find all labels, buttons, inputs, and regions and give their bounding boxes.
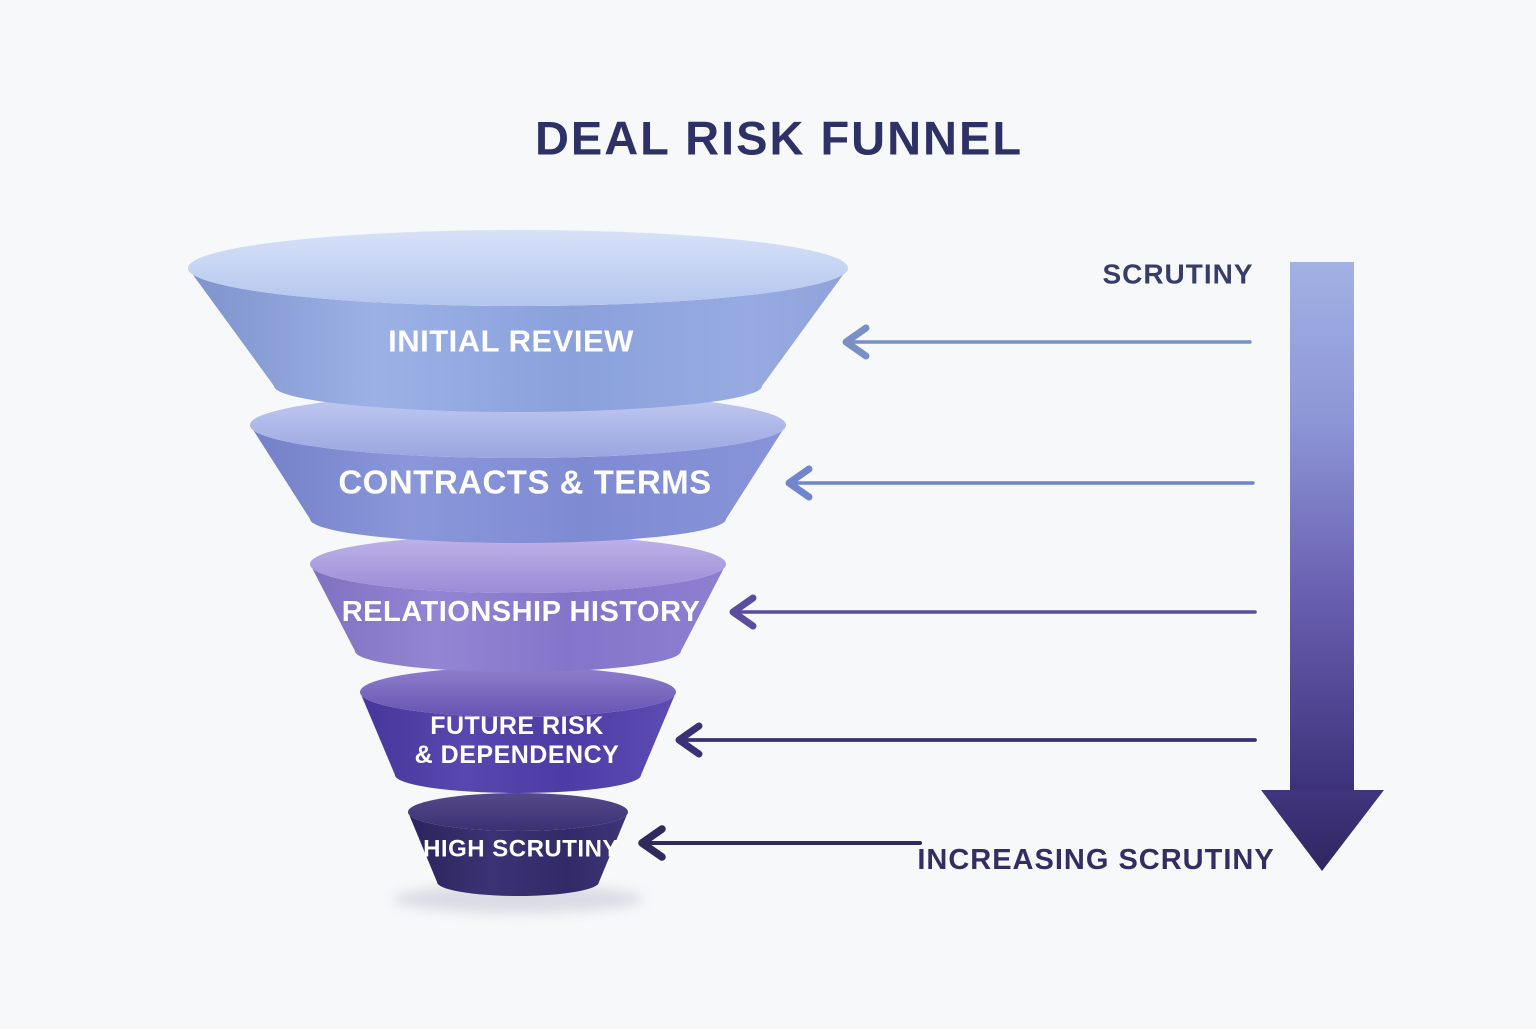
stage-3-pointer-arrow: [729, 594, 1257, 630]
stage-1-top-surface: [188, 230, 848, 306]
stage-1-body: [188, 268, 848, 412]
stage-3-arrow-head: [729, 594, 757, 630]
funnel-stage-contracts-terms: CONTRACTS & TERMS: [250, 392, 786, 543]
stage-3-top-surface: [310, 535, 726, 593]
stage-3-body: [310, 564, 726, 672]
stage-2-arrow-head: [785, 465, 813, 501]
page-title: DEAL RISK FUNNEL: [535, 112, 1023, 165]
stage-5-pointer-arrow: [638, 825, 922, 861]
scrutiny-axis-top-label: SCRUTINY: [1102, 259, 1253, 290]
funnel-ground-shadow: [393, 885, 643, 913]
stage-4-label-line1: FUTURE RISK: [430, 712, 604, 740]
stage-4-top-surface: [360, 667, 676, 717]
stage-2-top-surface: [250, 392, 786, 458]
stage-5-body: [408, 812, 628, 896]
funnel-stage-future-risk: FUTURE RISK & DEPENDENCY: [360, 667, 676, 793]
stage-4-label-line2: & DEPENDENCY: [415, 741, 620, 769]
stage-3-label: RELATIONSHIP HISTORY: [342, 596, 701, 628]
funnel-stage-high-scrutiny: HIGH SCRUTINY: [408, 793, 628, 896]
stage-5-label: HIGH SCRUTINY: [423, 836, 619, 863]
stage-1-arrow-head: [842, 324, 870, 360]
scrutiny-axis-bottom-label: INCREASING SCRUTINY: [917, 844, 1274, 876]
stage-5-top-surface: [408, 793, 628, 831]
funnel-stage-initial-review: INITIAL REVIEW: [188, 230, 848, 412]
stage-2-pointer-arrow: [785, 465, 1255, 501]
scrutiny-big-arrow-head: [1261, 790, 1384, 871]
stage-2-body: [250, 425, 786, 543]
stage-4-arrow-head: [675, 722, 703, 758]
stage-5-arrow-head: [638, 825, 666, 861]
stage-2-label: CONTRACTS & TERMS: [338, 464, 711, 501]
scrutiny-big-arrow-shaft: [1290, 262, 1354, 792]
stage-1-pointer-arrow: [842, 324, 1252, 360]
stage-4-body: [360, 692, 676, 793]
funnel-stage-relationship-history: RELATIONSHIP HISTORY: [310, 535, 726, 672]
stage-1-label: INITIAL REVIEW: [388, 324, 634, 359]
stage-4-pointer-arrow: [675, 722, 1257, 758]
